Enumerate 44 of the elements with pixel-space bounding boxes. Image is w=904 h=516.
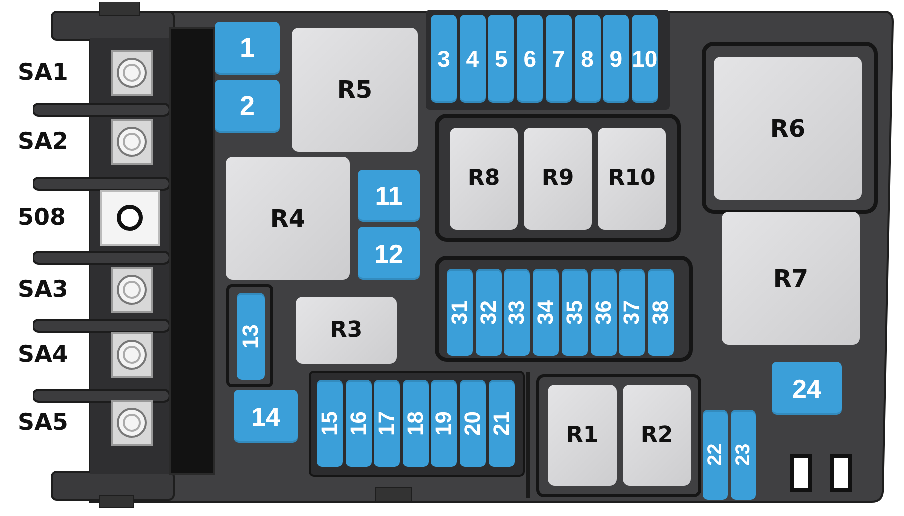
fuse: 4 [460, 15, 486, 103]
fuse: 17 [374, 380, 400, 467]
relay: R9 [524, 128, 592, 230]
relay: R6 [714, 57, 862, 200]
fuse: 6 [517, 15, 544, 103]
relay: R7 [722, 212, 860, 345]
fuse: 1 [215, 22, 280, 75]
fuse: 19 [431, 380, 458, 467]
terminal-label: SA4 [18, 343, 68, 367]
fuse: 20 [460, 380, 486, 467]
fuse: 8 [574, 15, 600, 103]
fuse: 5 [488, 15, 514, 103]
fuse: 2 [215, 80, 280, 133]
fuse: 38 [648, 269, 674, 356]
relay: R3 [296, 297, 397, 364]
terminal-label: SA3 [18, 278, 68, 302]
fuse: 13 [237, 293, 265, 380]
relay: R5 [292, 28, 418, 152]
fuse: 37 [619, 269, 646, 356]
fuse: 3 [431, 15, 457, 103]
fuse: 7 [546, 15, 572, 103]
fuse: 14 [234, 390, 298, 443]
relay: R4 [226, 157, 350, 280]
terminal-label: SA2 [18, 130, 68, 154]
terminal-label: SA5 [18, 411, 68, 435]
fuse: 11 [358, 170, 420, 222]
fuse: 18 [402, 380, 429, 467]
terminal-label: SA1 [18, 61, 68, 85]
fuse: 36 [590, 269, 616, 356]
fuse: 33 [504, 269, 530, 356]
fuse: 24 [772, 362, 842, 415]
fuse: 21 [488, 380, 515, 467]
fuse: 32 [476, 269, 502, 356]
terminal-label: 508 [18, 206, 66, 230]
fuse: 16 [346, 380, 372, 467]
relay: R10 [598, 128, 666, 230]
fuse: 12 [358, 227, 420, 280]
fuse: 35 [562, 269, 588, 356]
fuse: 10 [632, 15, 658, 103]
fuse: 31 [447, 269, 473, 356]
relay: R8 [450, 128, 518, 230]
fuse: 9 [603, 15, 630, 103]
fuse: 34 [533, 269, 560, 356]
fuse: 15 [317, 380, 343, 467]
